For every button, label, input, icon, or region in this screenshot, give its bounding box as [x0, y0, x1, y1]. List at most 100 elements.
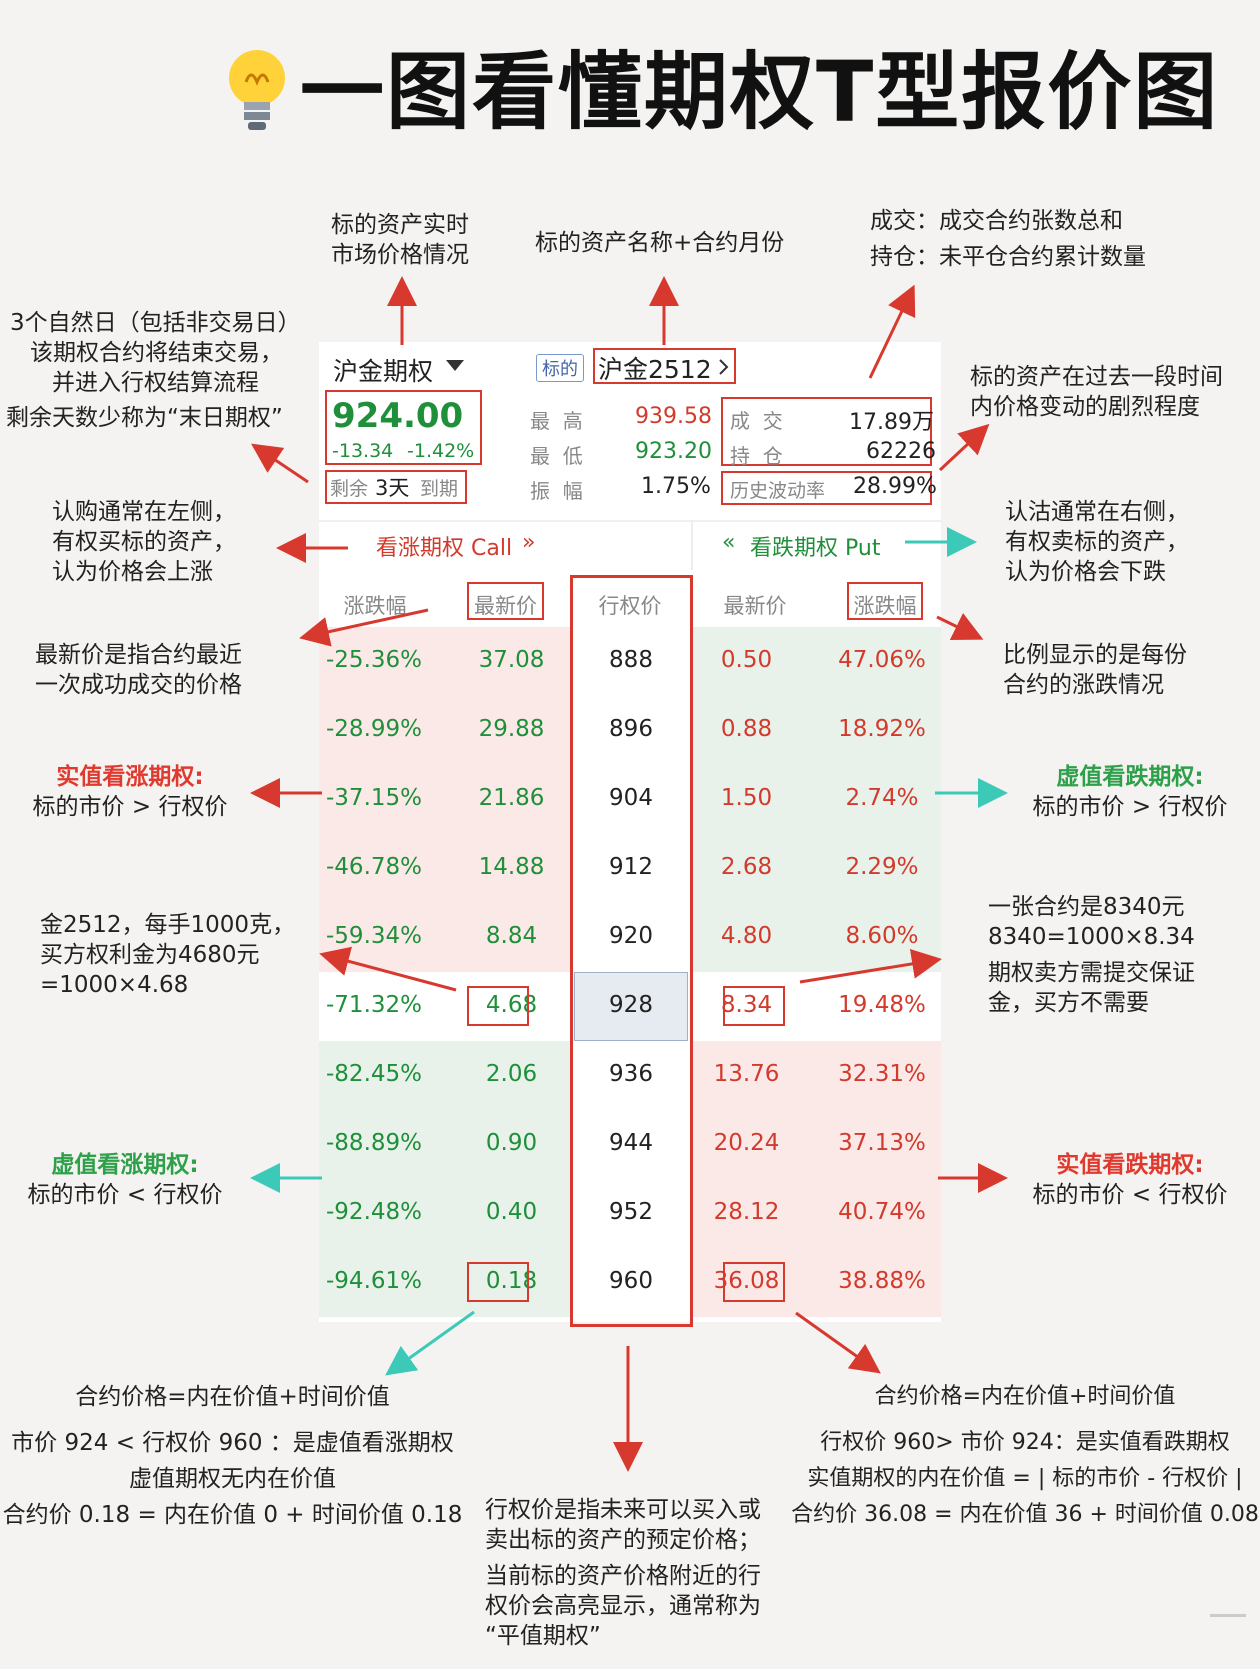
note-days-4: 剩余天数少称为“末日期权” — [6, 405, 283, 431]
call-change-cell: -82.45% — [326, 1061, 422, 1087]
note-days-3: 并进入行权结算流程 — [52, 370, 259, 396]
amplitude-label: 振 幅 — [530, 479, 583, 503]
put-side-cell-bg — [693, 1248, 941, 1317]
note-name-month: 标的资产名称+合约月份 — [535, 230, 785, 256]
put-side-cell-bg — [693, 834, 941, 903]
call-last-cell: 21.86 — [478, 785, 545, 811]
note-itm-call: 实值看涨期权:标的市价 > 行权价 — [32, 764, 228, 820]
put-change-cell: 2.29% — [845, 854, 919, 880]
strike-cell: 928 — [609, 992, 653, 1018]
strike-cell: 904 — [609, 785, 653, 811]
call-change-cell: -88.89% — [326, 1130, 422, 1156]
note-hv-2: 内价格变动的剧烈程度 — [970, 394, 1200, 420]
strike-cell: 912 — [609, 854, 653, 880]
put-side-cell-bg — [693, 1179, 941, 1248]
open-interest-value: 62226 — [866, 439, 936, 464]
product-name[interactable]: 沪金期权 — [333, 357, 434, 386]
call-last-cell: 0.40 — [485, 1199, 538, 1225]
lightbulb-icon — [222, 46, 292, 136]
call-side-cell-bg — [319, 1110, 570, 1179]
put-side-cell-bg — [693, 972, 941, 1041]
call-change-cell: -71.32% — [326, 992, 422, 1018]
call-last-cell: 14.88 — [478, 854, 545, 880]
double-chevron-right-icon: » — [522, 530, 536, 555]
put-last-cell: 28.12 — [713, 1199, 780, 1225]
call-side-cell-bg — [319, 1041, 570, 1110]
put-last-cell: 8.34 — [720, 992, 773, 1018]
low-value: 923.20 — [635, 439, 712, 464]
strike-cell: 944 — [609, 1130, 653, 1156]
remaining-suffix: 到期 — [420, 478, 459, 500]
high-label: 最 高 — [530, 409, 583, 433]
table-row[interactable]: -25.36% 37.08 888 0.50 47.06% — [319, 627, 941, 696]
put-last-cell: 0.50 — [720, 647, 773, 673]
hv-box — [721, 471, 932, 505]
call-change-cell: -46.78% — [326, 854, 422, 880]
strike-cell: 888 — [609, 647, 653, 673]
strike-cell: 936 — [609, 1061, 653, 1087]
call-change-cell: -28.99% — [326, 716, 422, 742]
call-price-highlight-box — [467, 986, 529, 1026]
put-change-cell: 38.88% — [838, 1268, 926, 1294]
put-last-cell: 0.88 — [720, 716, 773, 742]
note-itm-put: 实值看跌期权:标的市价 < 行权价 — [1032, 1152, 1228, 1208]
note-hv-1: 标的资产在过去一段时间 — [970, 364, 1223, 390]
strike-cell: 960 — [609, 1268, 653, 1294]
remaining-days: 3天 — [375, 476, 410, 500]
call-change-cell: -25.36% — [326, 647, 422, 673]
call-last-cell: 8.84 — [485, 923, 538, 949]
strike-column-box — [570, 575, 693, 1327]
call-last-cell: 29.88 — [478, 716, 545, 742]
put-side-cell-bg — [693, 627, 941, 696]
note-otm-call: 虚值看涨期权:标的市价 < 行权价 — [27, 1152, 223, 1208]
hv-label: 历史波动率 — [730, 480, 826, 502]
divider — [319, 520, 941, 522]
page-title: 一图看懂期权T型报价图 — [300, 43, 1220, 141]
put-change-cell: 47.06% — [838, 647, 926, 673]
call-change-cell: -94.61% — [326, 1268, 422, 1294]
call-side-cell-bg — [319, 1179, 570, 1248]
header-call-change: 涨跌幅 — [343, 594, 407, 618]
note-gold: 金2512，每手1000克，买方权利金为4680元=1000×4.68 — [40, 912, 296, 998]
note-left-bottom: 合约价格=内在价值+时间价值 市价 924 < 行权价 960 ：是虚值看涨期权… — [2, 1384, 463, 1528]
note-right-bottom: 合约价格=内在价值+时间价值 行权价 960> 市价 924：是实值看跌期权 实… — [791, 1384, 1259, 1527]
volume-value: 17.89万 — [849, 410, 934, 435]
put-price-highlight-box — [723, 986, 785, 1026]
note-put-side: 认沽通常在右侧，有权卖标的资产，认为价格会下跌 — [1005, 499, 1189, 585]
underlying-tag: 标的 — [536, 354, 584, 382]
underlying-name[interactable]: 沪金2512 — [598, 355, 712, 384]
low-label: 最 低 — [530, 444, 583, 468]
call-last-cell: 37.08 — [478, 647, 545, 673]
note-strike-def: 行权价是指未来可以买入或卖出标的资产的预定价格； 当前标的资产价格附近的行权价会… — [485, 1497, 761, 1649]
call-price-highlight-box — [467, 1262, 529, 1302]
chevron-right-icon[interactable] — [718, 358, 730, 380]
put-side-cell-bg — [693, 1110, 941, 1179]
tab-divider — [691, 520, 693, 570]
strike-cell: 896 — [609, 716, 653, 742]
high-value: 939.58 — [635, 404, 712, 429]
put-change-cell: 19.48% — [838, 992, 926, 1018]
call-last-cell: 0.90 — [485, 1130, 538, 1156]
call-side-cell-bg — [319, 627, 570, 696]
tab-call[interactable]: 看涨期权 Call — [376, 536, 513, 561]
header-call-last: 最新价 — [474, 594, 537, 618]
note-days-2: 该期权合约将结束交易， — [30, 340, 283, 366]
put-last-cell: 4.80 — [720, 923, 773, 949]
call-side-cell-bg — [319, 765, 570, 834]
tab-put[interactable]: 看跌期权 Put — [750, 536, 881, 561]
put-last-cell: 1.50 — [720, 785, 773, 811]
dropdown-triangle-icon[interactable] — [446, 357, 464, 376]
price-highlight-box — [325, 390, 482, 465]
call-side-cell-bg — [319, 696, 570, 765]
price-change: -13.34 — [332, 440, 394, 462]
put-side-cell-bg — [693, 765, 941, 834]
note-call-side: 认购通常在左侧，有权买标的资产，认为价格会上涨 — [52, 499, 236, 585]
